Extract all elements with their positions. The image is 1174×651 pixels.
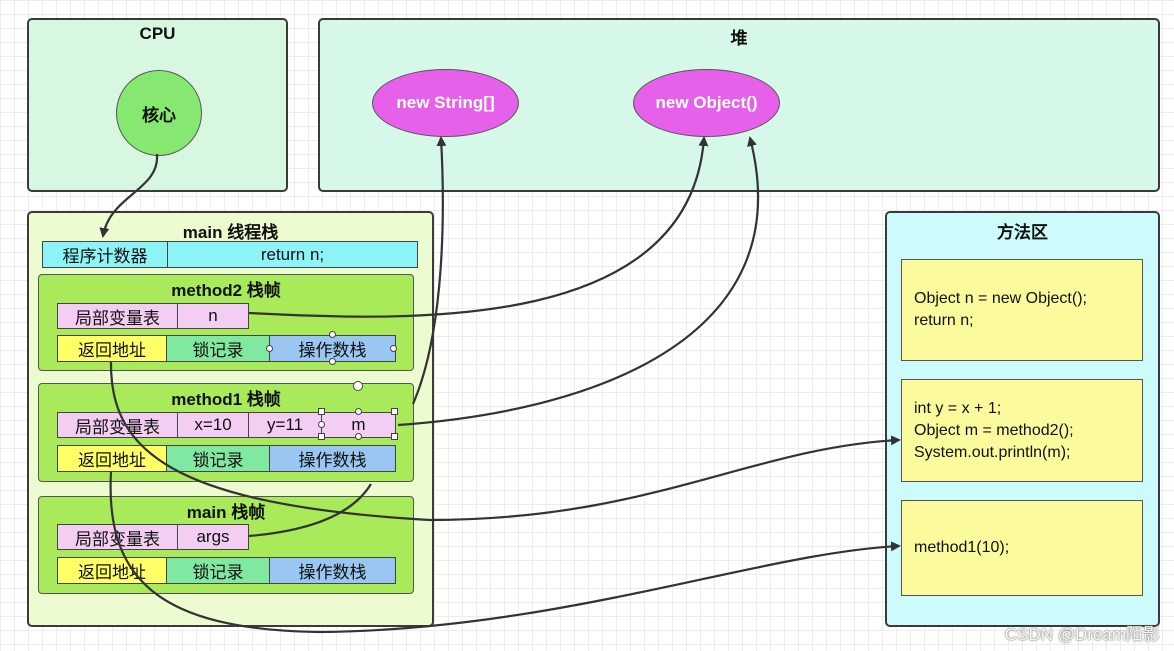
method1-code-line: int y = x + 1;: [914, 399, 1002, 417]
main-return-address: 返回地址: [57, 557, 167, 584]
watermark: CSDN @Dream陌影: [1004, 625, 1160, 644]
method2-return-address: 返回地址: [57, 335, 167, 362]
selection-handle[interactable]: [391, 433, 398, 440]
method1-local-x: x=10: [177, 412, 249, 438]
frame-main-title: main 栈帧: [186, 503, 266, 522]
method2-local-n: n: [177, 303, 249, 329]
main-code-line: method1(10);: [914, 539, 1010, 556]
selection-handle[interactable]: [329, 331, 336, 338]
selection-handle[interactable]: [318, 433, 325, 440]
heap-object-object: new Object(): [633, 69, 780, 137]
method-block-method2: Object n = new Object(); return n;: [901, 259, 1143, 361]
method1-locals-label: 局部变量表: [57, 412, 178, 438]
method1-operand-stack: 操作数栈: [269, 445, 396, 472]
method1-return-address: 返回地址: [57, 445, 167, 472]
main-operand-stack: 操作数栈: [269, 557, 396, 584]
cpu-box: CPU 核心: [27, 18, 288, 192]
core-node: 核心: [116, 70, 202, 156]
method2-code-line: Object n = new Object();: [914, 290, 1087, 307]
method2-operand-stack: 操作数栈: [269, 335, 396, 362]
rotate-handle[interactable]: [353, 381, 363, 391]
selection-handle[interactable]: [355, 408, 362, 415]
selection-handle[interactable]: [318, 408, 325, 415]
thread-stack-title: main 线程栈: [182, 223, 279, 242]
method1-code-line: System.out.println(m);: [914, 443, 1071, 461]
heap-box: 堆 new String[] new Object(): [318, 18, 1160, 192]
pc-label: 程序计数器: [42, 241, 168, 268]
selection-handle[interactable]: [266, 345, 273, 352]
main-local-args: args: [177, 524, 249, 550]
method2-lock-record: 锁记录: [166, 335, 270, 362]
heap-object-string-array: new String[]: [372, 69, 519, 137]
selection-handle[interactable]: [355, 433, 362, 440]
method-block-method1: int y = x + 1; Object m = method2(); Sys…: [901, 379, 1143, 482]
method1-lock-record: 锁记录: [166, 445, 270, 472]
selection-handle[interactable]: [390, 345, 397, 352]
method1-code-line: Object m = method2();: [914, 421, 1074, 439]
main-lock-record: 锁记录: [166, 557, 270, 584]
heap-title: 堆: [730, 29, 748, 48]
selection-handle[interactable]: [318, 421, 325, 428]
pc-value: return n;: [167, 241, 418, 268]
main-locals-label: 局部变量表: [57, 524, 178, 550]
cpu-title: CPU: [139, 24, 176, 43]
method2-code-line: return n;: [914, 312, 974, 329]
selection-handle[interactable]: [329, 358, 336, 365]
method-block-main: method1(10);: [901, 500, 1143, 596]
selection-handle[interactable]: [391, 408, 398, 415]
method-area-title: 方法区: [997, 223, 1048, 242]
frame-method2-title: method2 栈帧: [171, 281, 281, 300]
method2-locals-label: 局部变量表: [57, 303, 178, 329]
method1-local-y: y=11: [248, 412, 322, 438]
